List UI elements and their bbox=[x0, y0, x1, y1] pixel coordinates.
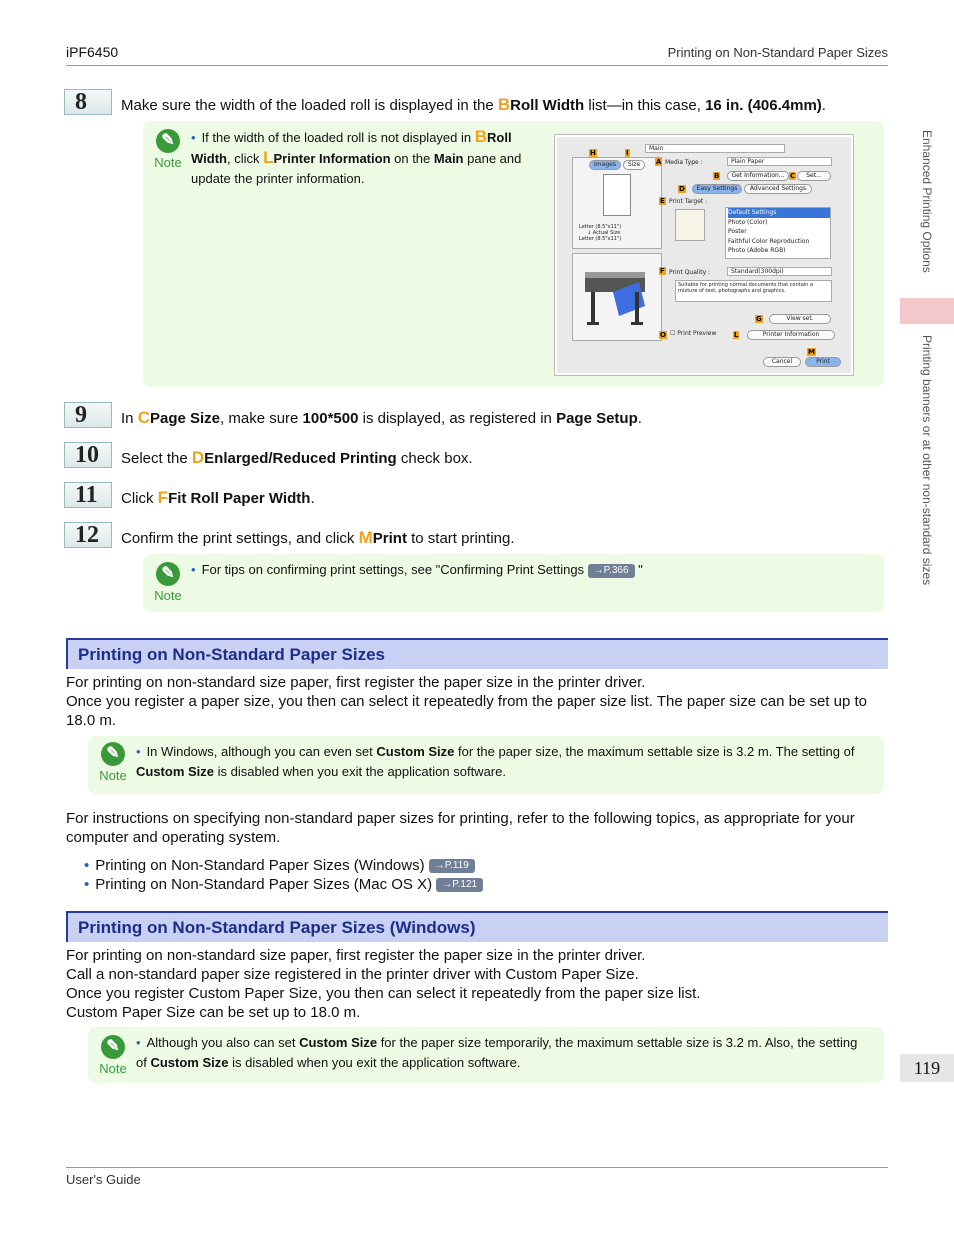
page-number: 119 bbox=[900, 1054, 954, 1082]
tab-advanced-settings[interactable]: Advanced Settings bbox=[744, 184, 812, 194]
note-text: •For tips on confirming print settings, … bbox=[191, 562, 643, 578]
view-set-button[interactable]: View set. bbox=[769, 314, 831, 324]
step-text: In CPage Size, make sure 100*500 is disp… bbox=[121, 408, 642, 427]
media-type-select[interactable]: Plain Paper bbox=[727, 157, 832, 166]
step-number: 8 bbox=[64, 89, 112, 115]
paragraph: Once you register a paper size, you then… bbox=[66, 693, 867, 729]
note-icon: ✎Note bbox=[98, 1035, 128, 1076]
target-thumbnail bbox=[675, 209, 705, 241]
link-list-item[interactable]: •Printing on Non-Standard Paper Sizes (M… bbox=[84, 875, 684, 894]
preview-pane: Images Size Letter (8.5"x11")↓ Actual Si… bbox=[572, 157, 662, 249]
marker-d: D bbox=[678, 185, 686, 193]
marker-g: G bbox=[755, 315, 763, 323]
step-text: Click FFit Roll Paper Width. bbox=[121, 488, 315, 507]
set-button[interactable]: Set... bbox=[797, 171, 831, 181]
cancel-button[interactable]: Cancel bbox=[763, 357, 801, 367]
note-text: •In Windows, although you can even set C… bbox=[136, 744, 855, 779]
step-number: 9 bbox=[64, 402, 112, 428]
paragraph: Once you register Custom Paper Size, you… bbox=[66, 985, 701, 1002]
note-text: •Although you also can set Custom Size f… bbox=[136, 1035, 858, 1070]
step-text: Select the DEnlarged/Reduced Printing ch… bbox=[121, 448, 473, 467]
print-quality-label: Print Quality : bbox=[669, 269, 711, 276]
note-box: ✎Note •Although you also can set Custom … bbox=[88, 1027, 884, 1083]
quality-description: Suitable for printing normal documents t… bbox=[675, 280, 832, 302]
note-box: ✎Note •For tips on confirming print sett… bbox=[143, 554, 884, 612]
note-icon: ✎Note bbox=[153, 562, 183, 603]
tab-size[interactable]: Size bbox=[623, 160, 645, 170]
footer-text: User's Guide bbox=[66, 1172, 141, 1187]
tab-easy-settings[interactable]: Easy Settings bbox=[692, 184, 742, 194]
step-text: Confirm the print settings, and click MP… bbox=[121, 528, 515, 547]
print-quality-select[interactable]: Standard(300dpi) bbox=[727, 267, 832, 276]
footer-rule bbox=[66, 1167, 888, 1168]
header-section: Printing on Non-Standard Paper Sizes bbox=[667, 45, 888, 60]
paragraph: For printing on non-standard size paper,… bbox=[66, 947, 646, 964]
marker-h: H bbox=[589, 149, 597, 157]
section-heading: Printing on Non-Standard Paper Sizes (Wi… bbox=[66, 911, 888, 942]
print-button[interactable]: Print bbox=[805, 357, 841, 367]
page-thumbnail bbox=[603, 174, 631, 216]
main-tab-select[interactable]: Main bbox=[645, 144, 785, 153]
paragraph: For printing on non-standard size paper,… bbox=[66, 674, 646, 691]
side-tab-marker bbox=[900, 298, 954, 324]
header-model: iPF6450 bbox=[66, 44, 119, 60]
marker-m: M bbox=[807, 348, 816, 356]
print-dialog-screenshot: Main Images Size Letter (8.5"x11")↓ Actu… bbox=[554, 134, 854, 376]
marker-f: F bbox=[659, 267, 666, 275]
page-reference-link[interactable]: →P.121 bbox=[436, 878, 484, 893]
print-target-label: Print Target : bbox=[669, 198, 708, 205]
side-subsection: Printing banners or at other non-standar… bbox=[920, 335, 934, 586]
marker-o: O bbox=[659, 331, 667, 339]
marker-c: C bbox=[789, 172, 797, 180]
step-number: 10 bbox=[64, 442, 112, 468]
print-preview-checkbox[interactable]: ☐ Print Preview bbox=[670, 330, 717, 337]
step-text: Make sure the width of the loaded roll i… bbox=[121, 95, 826, 114]
media-type-label: Media Type : bbox=[665, 159, 703, 166]
paragraph: Call a non-standard paper size registere… bbox=[66, 966, 639, 983]
note-icon: ✎Note bbox=[153, 129, 183, 170]
paragraph: Custom Paper Size can be set up to 18.0 … bbox=[66, 1004, 361, 1021]
header-rule bbox=[66, 65, 888, 66]
note-box: ✎Note •In Windows, although you can even… bbox=[88, 736, 884, 794]
printer-information-button[interactable]: Printer Information bbox=[747, 330, 835, 340]
note-icon: ✎Note bbox=[98, 742, 128, 783]
get-information-button[interactable]: Get Information... bbox=[727, 171, 789, 181]
marker-l: L bbox=[733, 331, 740, 339]
side-chapter: Enhanced Printing Options bbox=[920, 130, 934, 273]
page-reference-link[interactable]: →P.119 bbox=[428, 859, 475, 874]
tab-images[interactable]: Images bbox=[589, 160, 621, 170]
link-list-item[interactable]: •Printing on Non-Standard Paper Sizes (W… bbox=[84, 856, 684, 875]
marker-e: E bbox=[659, 197, 666, 205]
marker-i: I bbox=[625, 149, 630, 157]
section-heading: Printing on Non-Standard Paper Sizes bbox=[66, 638, 888, 669]
paragraph: For instructions on specifying non-stand… bbox=[66, 810, 855, 846]
step-number: 11 bbox=[64, 482, 112, 508]
marker-b: B bbox=[713, 172, 721, 180]
step-number: 12 bbox=[64, 522, 112, 548]
page-reference-link[interactable]: →P.366 bbox=[587, 563, 635, 578]
printer-image bbox=[572, 253, 662, 341]
note-text: •If the width of the loaded roll is not … bbox=[191, 127, 522, 186]
marker-a: A bbox=[655, 158, 663, 166]
